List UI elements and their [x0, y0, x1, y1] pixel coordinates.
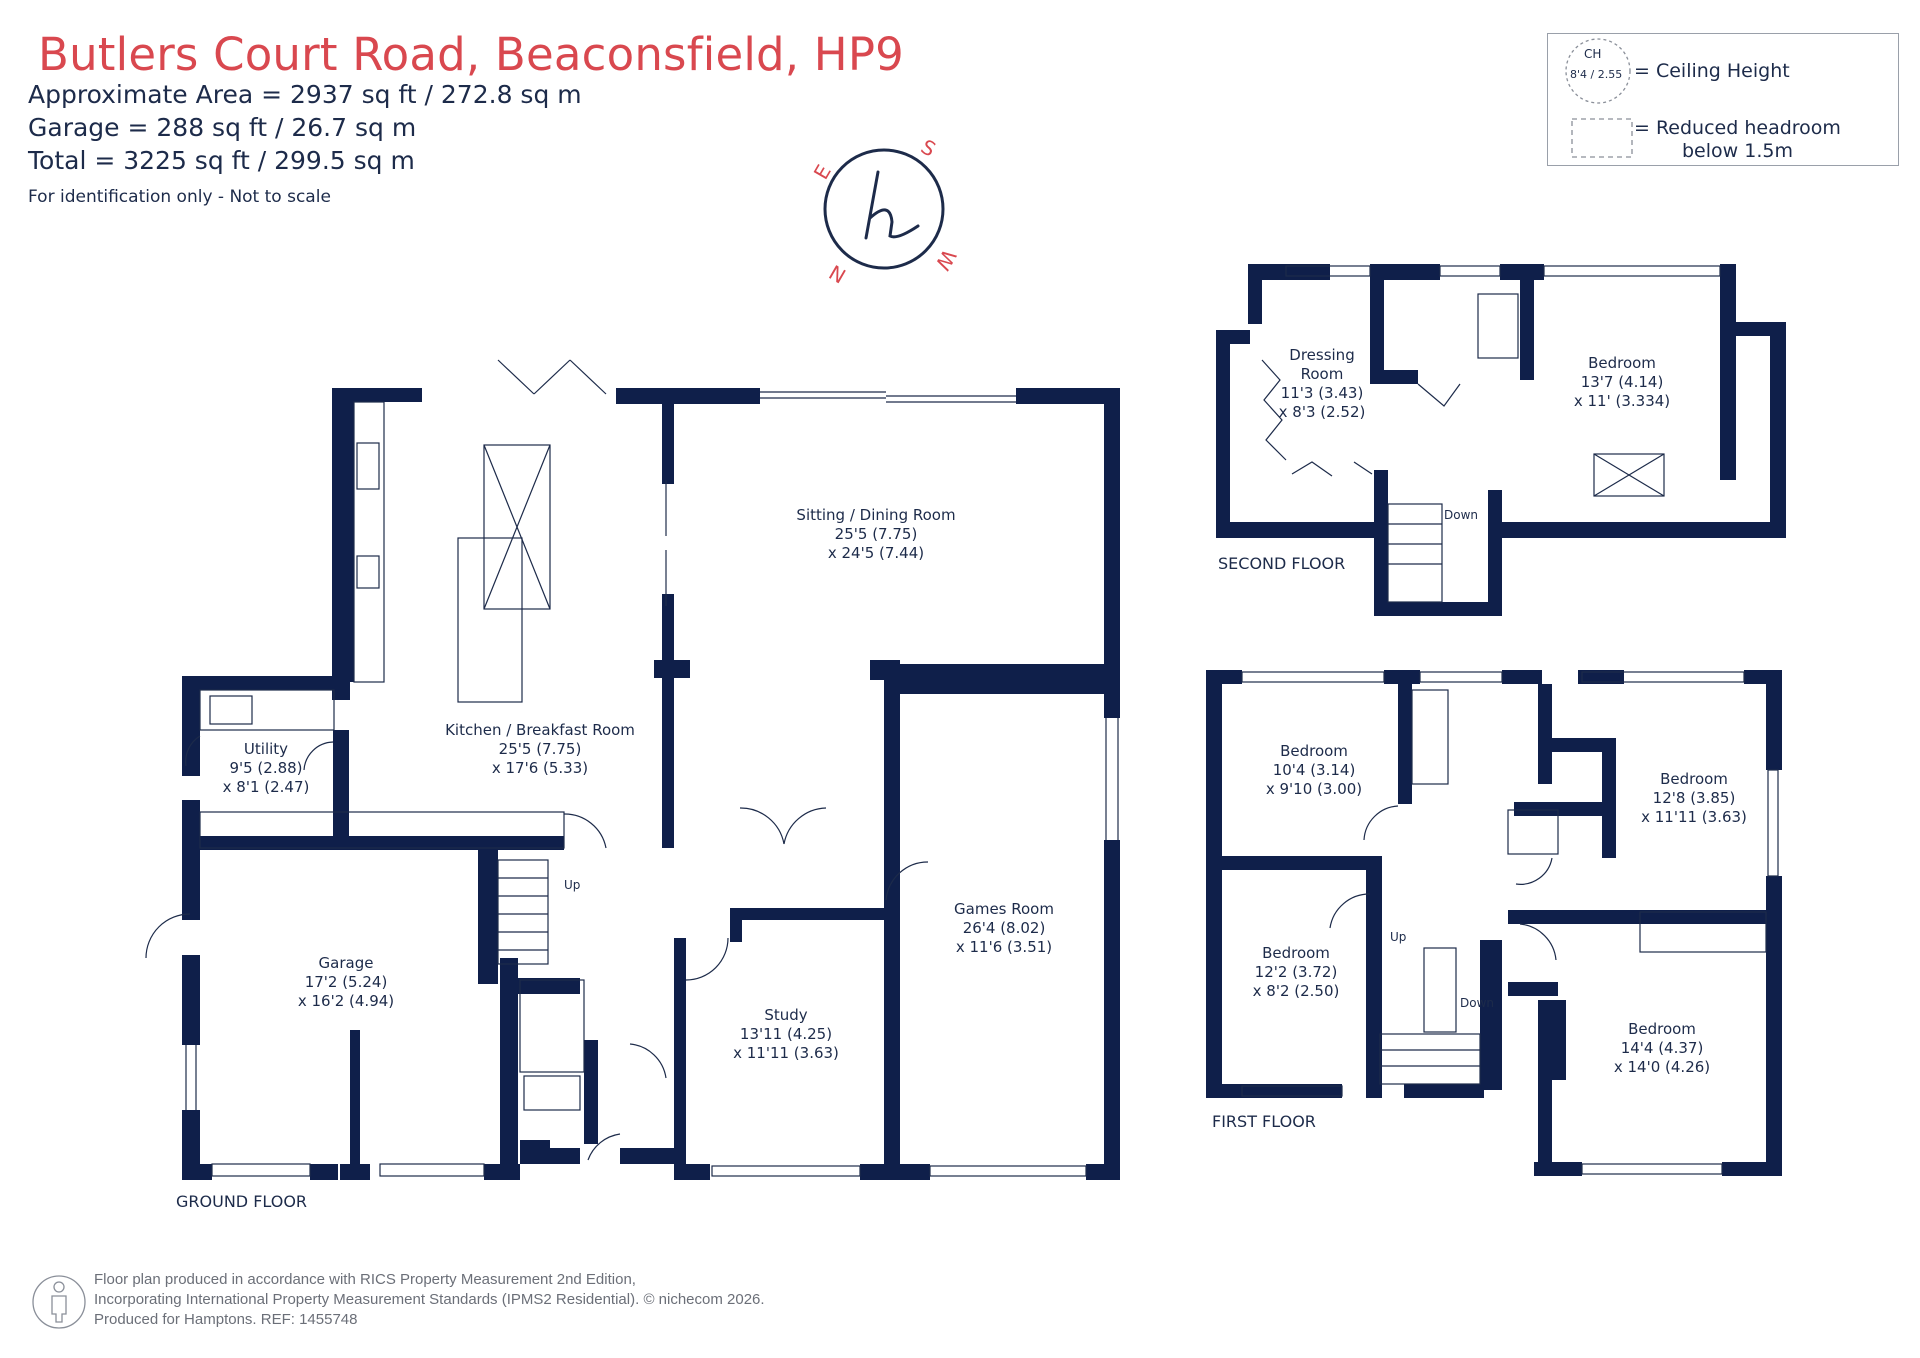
total-area: Total = 3225 sq ft / 299.5 sq m	[28, 146, 415, 175]
footer-disclaimer: Floor plan produced in accordance with R…	[94, 1270, 765, 1330]
property-title: Butlers Court Road, Beaconsfield, HP9	[38, 28, 905, 81]
second-floor-walls	[1216, 264, 1786, 616]
first-floor-label: FIRST FLOOR	[1212, 1112, 1316, 1131]
second-stairs-down: Down	[1444, 508, 1479, 522]
ceiling-height-symbol	[1565, 38, 1631, 104]
approximate-area: Approximate Area = 2937 sq ft / 272.8 sq…	[28, 80, 582, 109]
second-floor-details	[1261, 265, 1721, 603]
reduced-headroom-label-2: below 1.5m	[1682, 140, 1793, 162]
ceiling-height-label: = Ceiling Height	[1634, 60, 1790, 82]
first-floor-details	[1241, 671, 1779, 1175]
ground-floor-label: GROUND FLOOR	[176, 1192, 308, 1211]
footer-person-icon	[32, 1275, 86, 1329]
footer-line-1: Floor plan produced in accordance with R…	[94, 1271, 636, 1288]
ch-example-text: 8'4 / 2.55	[1570, 68, 1623, 81]
ground-stairs-up: Up	[564, 878, 581, 892]
footer-line-3: Produced for Hamptons. REF: 1455748	[94, 1311, 358, 1328]
legend-box: CH 8'4 / 2.55 = Ceiling Height = Reduced…	[1547, 33, 1899, 166]
reduced-headroom-label: = Reduced headroom	[1634, 117, 1841, 139]
legend-symbols	[1565, 38, 1633, 158]
compass-logo	[823, 148, 945, 270]
first-stairs-down: Down	[1460, 996, 1495, 1010]
ground-floor-walls	[182, 388, 1120, 1180]
footer-line-2: Incorporating International Property Mea…	[94, 1291, 765, 1308]
second-floor-label: SECOND FLOOR	[1218, 554, 1346, 573]
garage-area: Garage = 288 sq ft / 26.7 sq m	[28, 113, 417, 142]
ground-floor-details	[145, 359, 1119, 1177]
reduced-headroom-symbol	[1571, 118, 1633, 158]
identification-note: For identification only - Not to scale	[28, 187, 331, 207]
first-stairs-up: Up	[1390, 930, 1407, 944]
ch-symbol-text: CH	[1584, 47, 1602, 61]
first-floor-walls	[1206, 670, 1782, 1176]
